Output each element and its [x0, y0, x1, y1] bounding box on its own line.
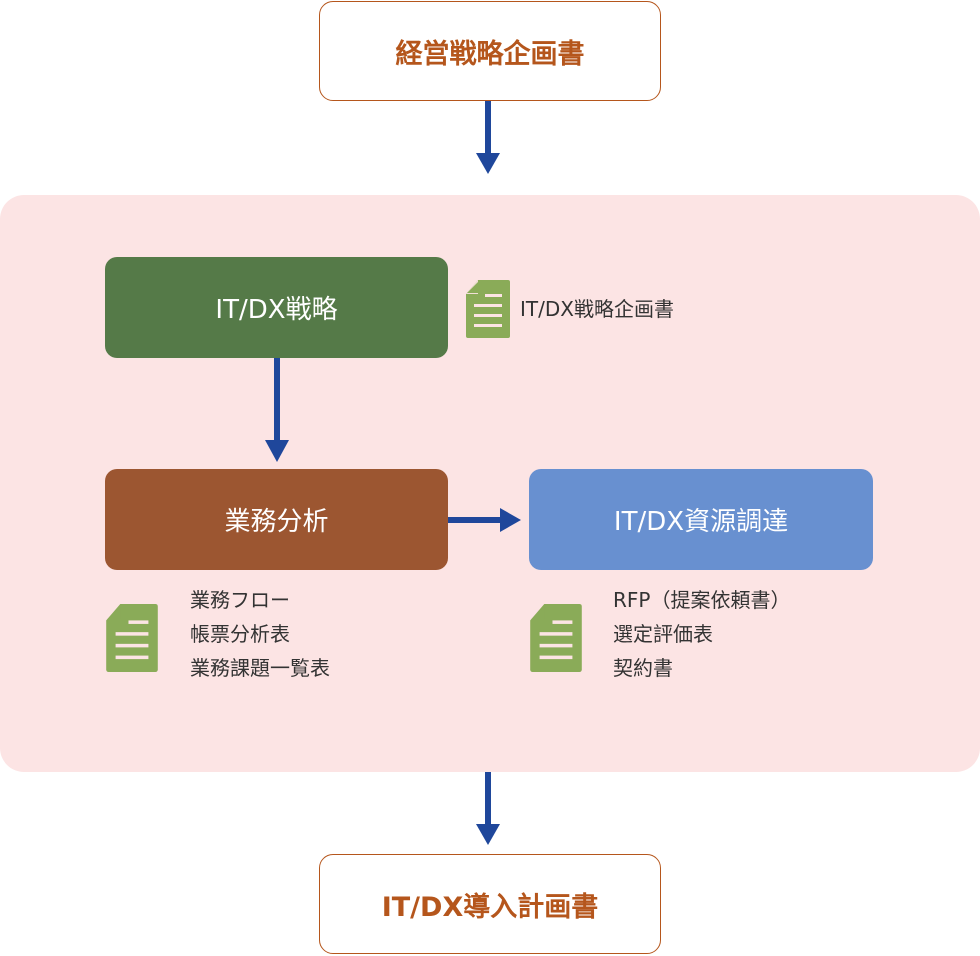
step-itdx-strategy-label: IT/DX戦略: [215, 295, 338, 325]
arrow-process-to-output: [476, 772, 500, 845]
step-itdx-procurement: IT/DX資源調達: [529, 469, 873, 570]
output-document-box: IT/DX導入計画書: [319, 854, 661, 954]
arrow-input-to-process: [476, 101, 500, 174]
step-itdx-strategy: IT/DX戦略: [105, 257, 448, 358]
output-document-item: RFP（提案依頼書）: [613, 588, 791, 612]
output-document-item: 業務課題一覧表: [190, 656, 330, 680]
step-business-analysis-label: 業務分析: [224, 507, 329, 537]
output-document-item: 帳票分析表: [190, 622, 290, 646]
procurement-output-list: RFP（提案依頼書） 選定評価表 契約書: [613, 583, 790, 685]
arrow-strategy-to-analysis: [265, 358, 289, 462]
output-document-item: IT/DX戦略企画書: [520, 297, 674, 321]
step-itdx-procurement-label: IT/DX資源調達: [613, 507, 789, 537]
analysis-output-list: 業務フロー 帳票分析表 業務課題一覧表: [190, 583, 330, 685]
arrow-analysis-to-procurement: [448, 508, 521, 532]
document-icon: [466, 280, 510, 338]
step-business-analysis: 業務分析: [105, 469, 448, 570]
document-icon: [106, 604, 158, 672]
input-document-label: 経営戦略企画書: [395, 38, 585, 70]
strategy-output-list: IT/DX戦略企画書: [520, 292, 674, 326]
output-document-label: IT/DX導入計画書: [381, 891, 599, 923]
output-document-item: 業務フロー: [190, 588, 290, 612]
output-document-item: 契約書: [613, 656, 673, 680]
document-icon: [530, 604, 582, 672]
input-document-box: 経営戦略企画書: [319, 1, 661, 101]
output-document-item: 選定評価表: [613, 622, 713, 646]
